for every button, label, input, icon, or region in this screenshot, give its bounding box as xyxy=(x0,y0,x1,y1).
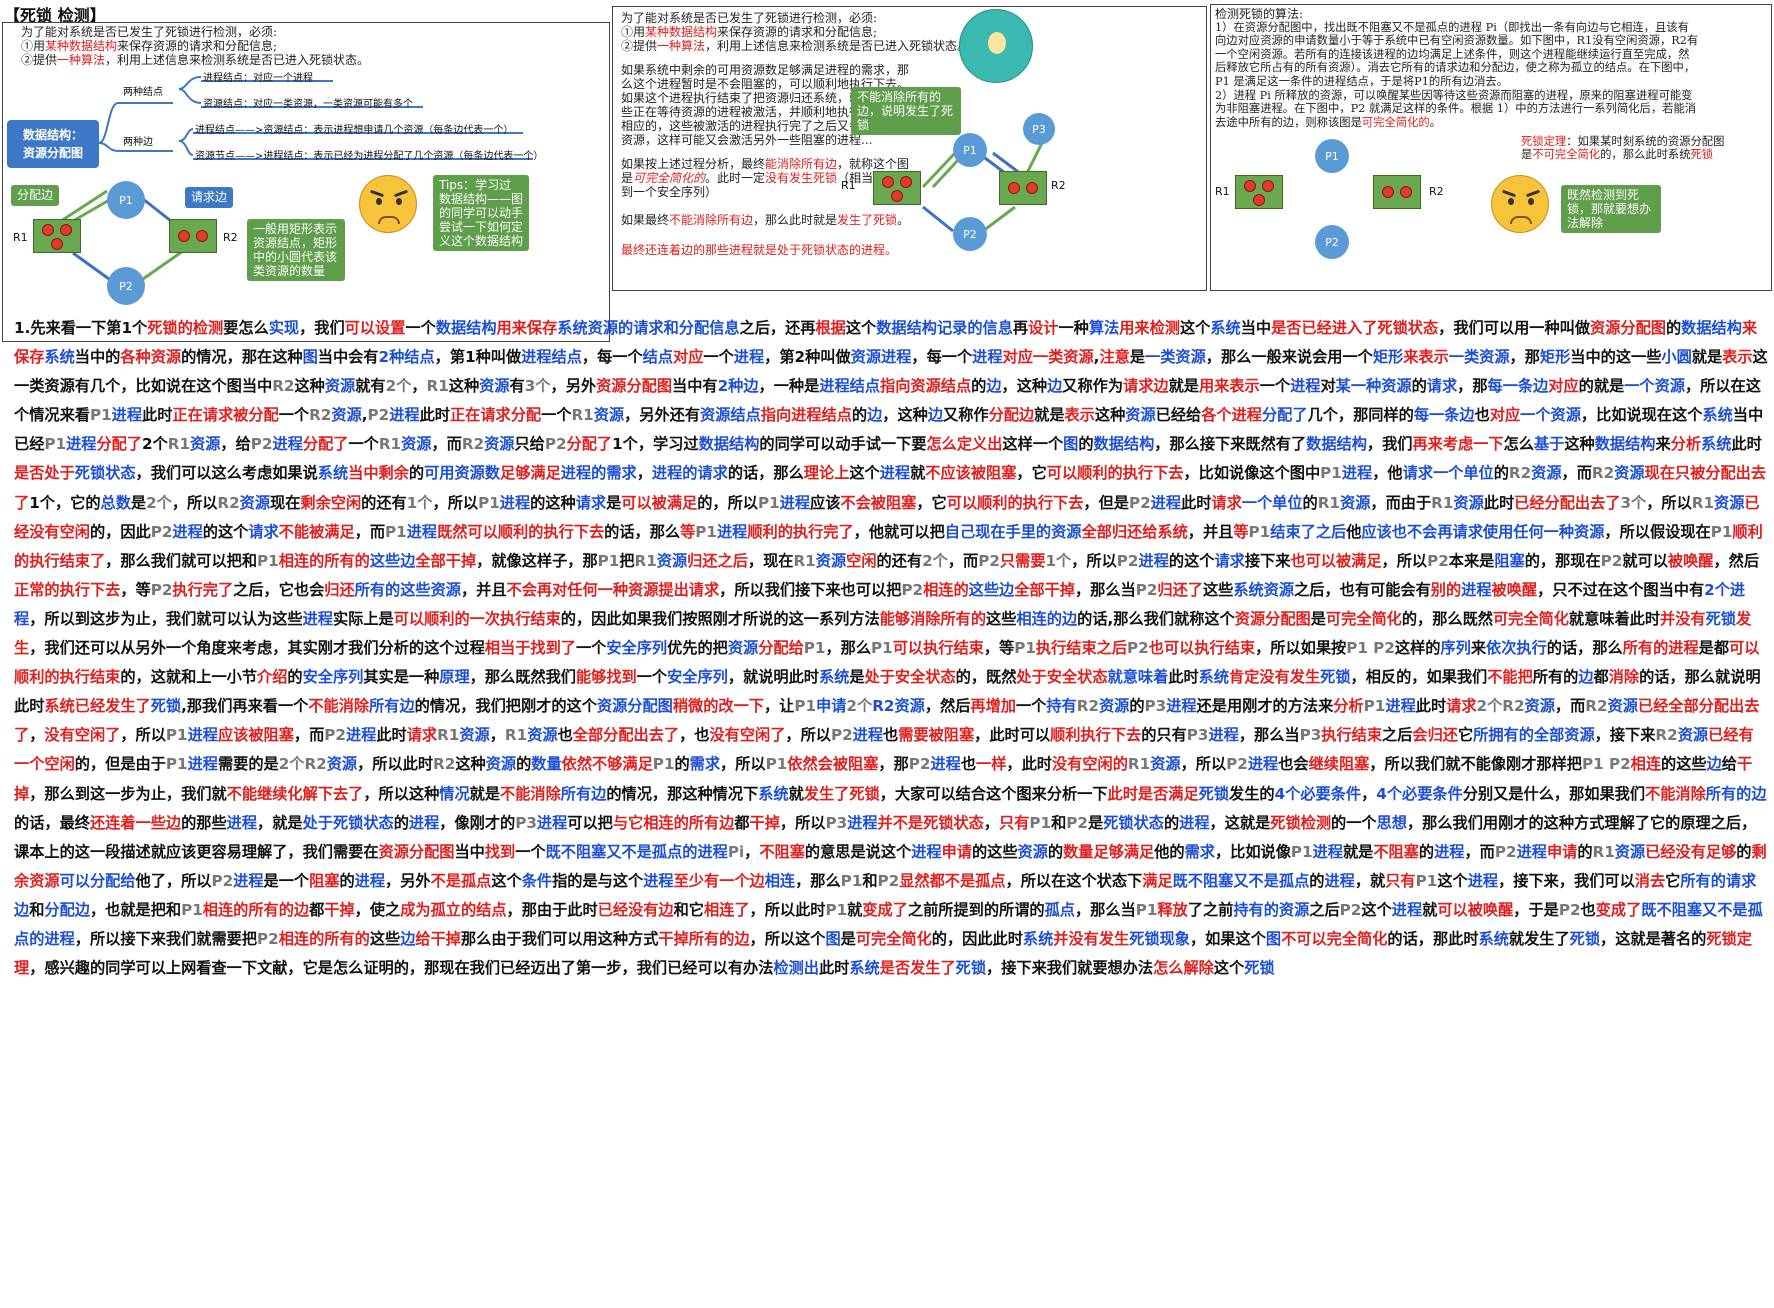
p2-line-2: ①用某种数据结构来保存资源的请求和分配信息; xyxy=(621,25,878,39)
process-node-desc: 进程结点：对应一个进程 xyxy=(203,73,313,84)
process-node-p2: P2 xyxy=(107,267,145,305)
p3-frown-face-icon xyxy=(1491,175,1549,233)
idea-head-icon xyxy=(959,9,1033,83)
p3-step-2: 2）进程 Pi 所释放的资源，可以唤醒某些因等待这些资源而阻塞的进程，原来的阻塞… xyxy=(1215,89,1697,129)
allocation-edge-label: 分配边 xyxy=(11,185,60,206)
intro-line-2: ①用某种数据结构来保存资源的请求和分配信息; xyxy=(21,39,278,53)
page-title: 【死锁 检测】 xyxy=(4,6,106,25)
intro-line-1: 为了能对系统是否已发生了死锁进行检测，必须: xyxy=(21,25,278,39)
p2-resource-r2 xyxy=(999,171,1047,205)
request-edge-label: 请求边 xyxy=(185,187,234,208)
p3-label-r1: R1 xyxy=(1215,185,1230,198)
rect-note: 一般用矩形表示资源结点，矩形中的小圆代表该类资源的数量 xyxy=(247,219,345,281)
request-edge-desc: 进程结点——>资源结点：表示进程想申请几个资源（每条边代表一个） xyxy=(195,125,514,136)
transcript-paragraph: 1.先来看一下第1个死锁的检测要怎么实现，我们可以设置一个数据结构用来保存系统资… xyxy=(14,319,1768,978)
p3-process-p1: P1 xyxy=(1315,139,1349,173)
panel-simplification: 为了能对系统是否已发生了死锁进行检测，必须: ①用某种数据结构来保存资源的请求和… xyxy=(612,6,1207,291)
frown-face-icon xyxy=(359,175,417,233)
two-nodes-label: 两种结点 xyxy=(123,87,163,98)
resource-label-r2: R2 xyxy=(223,231,238,244)
p3-resource-r1 xyxy=(1235,175,1283,209)
p3-label-r2: R2 xyxy=(1429,185,1444,198)
panel-resource-allocation-graph: 为了能对系统是否已发生了死锁进行检测，必须: ①用某种数据结构来保存资源的请求和… xyxy=(2,22,610,342)
p3-process-p2: P2 xyxy=(1315,225,1349,259)
p2-para-3: 如果最终不能消除所有边，那么此时就是发生了死锁。 xyxy=(621,213,910,227)
p2-label-r2: R2 xyxy=(1051,179,1066,192)
p2-para-1: 如果系统中剩余的可用资源数足够满足进程的需求，那 么这个进程暂时是不会阻塞的，可… xyxy=(621,63,910,147)
resource-node-r2 xyxy=(169,219,217,253)
data-structure-box: 数据结构： 资源分配图 xyxy=(7,120,99,168)
p2-label-r1: R1 xyxy=(841,179,856,192)
p3-bubble: 既然检测到死锁，那就要想办法解除 xyxy=(1561,185,1661,233)
process-node-p1: P1 xyxy=(107,181,145,219)
tips-box: Tips：学习过数据结构——图 的同学可以动手尝试一下如何定义这个数据结构 xyxy=(433,175,529,251)
panel-detection-algorithm: 检测死锁的算法: 1）在资源分配图中，找出既不阻塞又不是孤点的进程 Pi（即找出… xyxy=(1210,4,1772,291)
p3-heading: 检测死锁的算法: xyxy=(1215,7,1304,21)
p3-resource-r2 xyxy=(1373,175,1421,209)
lecture-transcript: 1.先来看一下第1个死锁的检测要怎么实现，我们可以设置一个数据结构用来保存系统资… xyxy=(14,314,1768,983)
p3-step-1: 1）在资源分配图中，找出既不阻塞又不是孤点的进程 Pi（即找出一条有向边与它相连… xyxy=(1215,21,1699,88)
allocation-edge-desc: 资源节点——>进程结点：表示已经为进程分配了几个资源（每条边代表一个） xyxy=(195,151,544,162)
p2-process-p1: P1 xyxy=(953,133,987,167)
p2-para-4: 最终还连着边的那些进程就是处于死锁状态的进程。 xyxy=(621,243,898,257)
intro-line-3: ②提供一种算法，利用上述信息来检测系统是否已进入死锁状态。 xyxy=(21,53,370,67)
p2-graph-lines xyxy=(921,140,1045,233)
p2-resource-r1 xyxy=(873,171,921,205)
resource-node-desc: 资源结点：对应一类资源，一类资源可能有多个 xyxy=(203,99,413,110)
p2-bubble: 不能消除所有的边，说明发生了死锁 xyxy=(851,87,961,135)
p2-process-p2: P2 xyxy=(953,217,987,251)
deadlock-theorem: 死锁定理：如果某时刻系统的资源分配图 是不可完全简化的，那么此时系统死锁 xyxy=(1521,135,1725,162)
p2-line-3: ②提供一种算法，利用上述信息来检测系统是否已进入死锁状态。 xyxy=(621,39,970,53)
two-edges-label: 两种边 xyxy=(123,137,153,148)
mindmap-lines xyxy=(60,76,533,281)
resource-node-r1 xyxy=(33,219,81,253)
p2-process-p3: P3 xyxy=(1023,113,1055,145)
resource-label-r1: R1 xyxy=(13,231,28,244)
p2-line-1: 为了能对系统是否已发生了死锁进行检测，必须: xyxy=(621,11,878,25)
